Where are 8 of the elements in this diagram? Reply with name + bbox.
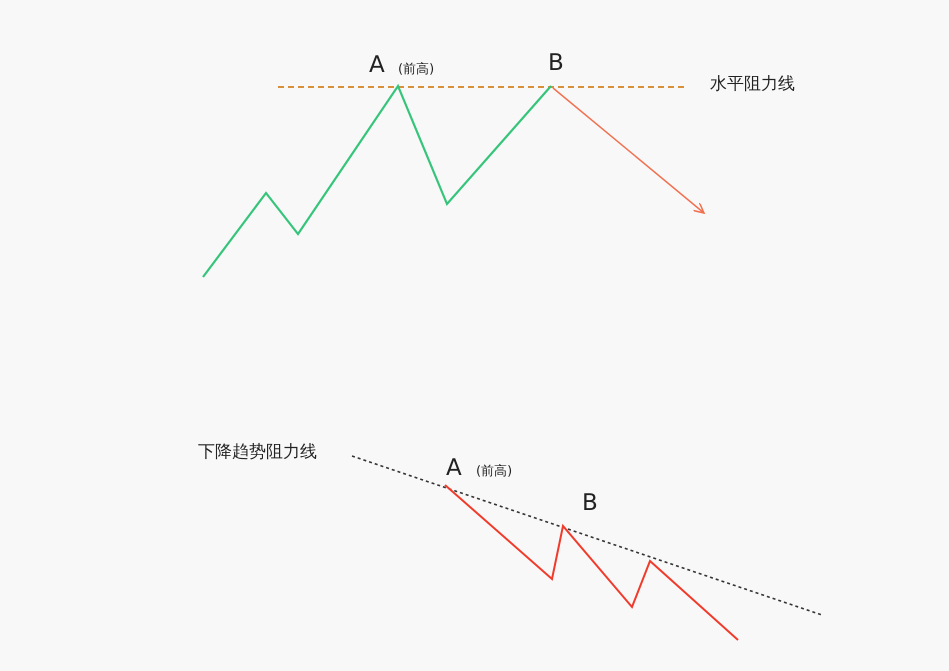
point-label: A xyxy=(369,54,385,77)
note-label: (前高) xyxy=(398,63,434,76)
line-label: 下降趋势阻力线 xyxy=(198,444,317,461)
line-label: 水平阻力线 xyxy=(710,76,795,93)
note-label: (前高) xyxy=(476,465,512,478)
point-label: B xyxy=(582,492,598,515)
point-label: A xyxy=(446,457,462,480)
point-label: B xyxy=(548,52,564,75)
